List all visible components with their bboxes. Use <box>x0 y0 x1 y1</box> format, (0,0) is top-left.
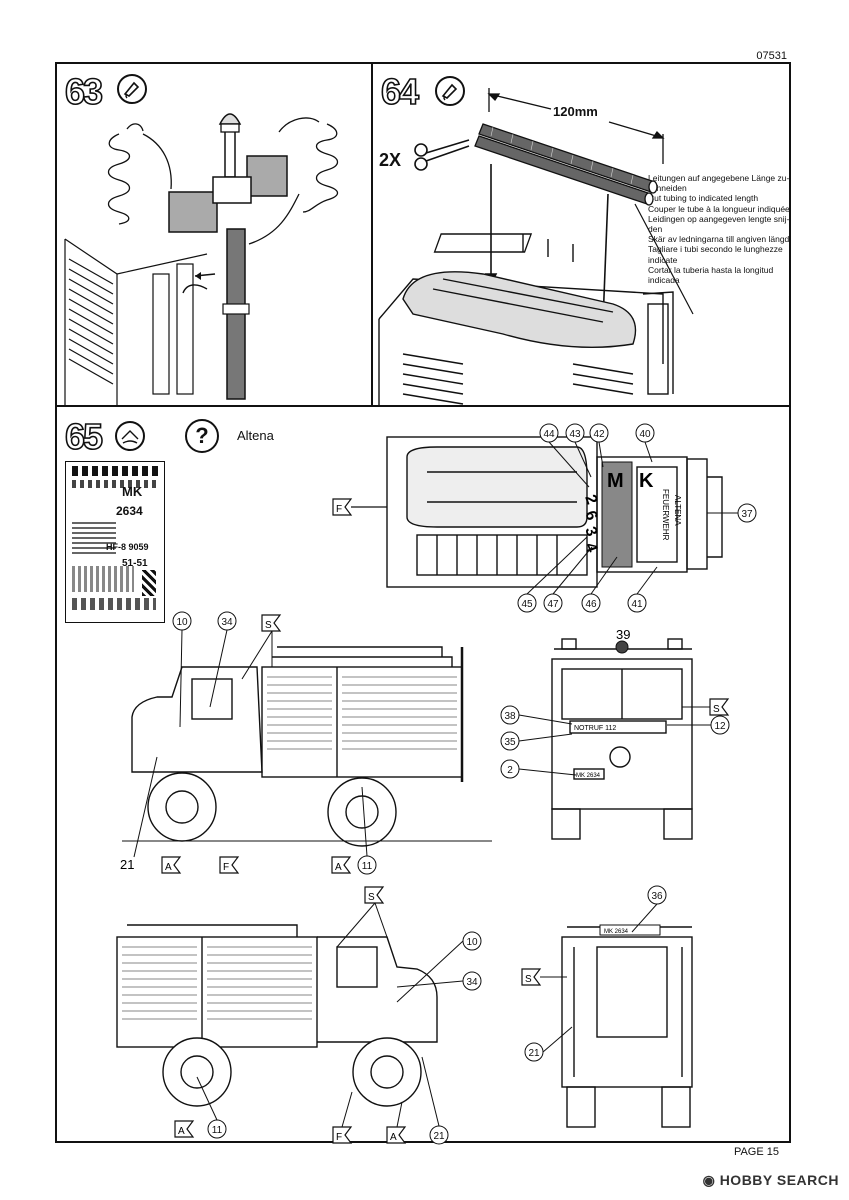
flag-label: F <box>336 504 342 515</box>
front-view-drawing: NOTRUF 112 MK 2634 38 35 2 12 39 S <box>500 629 730 840</box>
side-text: FEUERWEHR <box>661 489 670 541</box>
step-number: 65 <box>64 416 104 457</box>
document-code: 07531 <box>756 50 787 62</box>
callout-label: 34 <box>466 977 478 988</box>
rear-plate-text: MK 2634 <box>604 929 629 935</box>
step-number: 63 <box>64 71 104 112</box>
flag-label: S <box>713 704 720 715</box>
flag-label: S <box>525 974 532 985</box>
callout-label: 45 <box>521 599 533 610</box>
callout-label: 34 <box>221 617 233 628</box>
flag-label: A <box>335 862 342 873</box>
decal-row: 2634 <box>116 504 143 518</box>
watermark-logo-icon: ◉ <box>702 1172 716 1188</box>
callout-label: 43 <box>569 429 581 440</box>
page-number: PAGE 15 <box>733 1146 779 1158</box>
callout-label: 21 <box>528 1048 540 1059</box>
step-65-panel: 65 ? Altena MK 2634 HF-8 9059 51-51 <box>55 405 791 1145</box>
decal-sheet: MK 2634 HF-8 9059 51-51 <box>65 461 165 623</box>
flag-label: S <box>265 620 272 631</box>
step-64-drawing <box>378 88 694 407</box>
watermark-text: HOBBY SEARCH <box>719 1172 839 1188</box>
step-63-drawing <box>64 113 339 407</box>
plate-letter: K <box>639 470 654 492</box>
top-view-drawing: M K 2 6 3 4 FEUERWEHR ALTENA F 44 43 42 … <box>332 423 757 613</box>
step-number: 64 <box>380 71 420 112</box>
flag-label: A <box>165 862 172 873</box>
callout-label: 41 <box>631 599 643 610</box>
step-64-panel: 64 2X 120mm Leitungen auf angegebene Län… <box>371 62 791 407</box>
callout-label: 11 <box>212 1125 223 1136</box>
tubing-length-label: 120mm <box>553 104 598 119</box>
flag-label: F <box>336 1132 342 1143</box>
callout-label: 10 <box>466 937 478 948</box>
instruction-note: Leitungen auf angegebene Länge zu- schne… <box>648 173 790 286</box>
decal-row: MK <box>122 484 143 499</box>
callout-label: 37 <box>741 509 753 520</box>
decal-row: HF-8 9059 <box>106 542 149 552</box>
callout-label: 44 <box>543 429 555 440</box>
glue-icon <box>117 74 147 104</box>
flag-label: A <box>178 1126 185 1137</box>
watermark: ◉ HOBBY SEARCH <box>703 1172 839 1189</box>
callout-label: 42 <box>593 429 605 440</box>
front-plate-text: NOTRUF 112 <box>574 725 616 732</box>
callout-label: 35 <box>504 737 516 748</box>
callout-label: 10 <box>176 617 188 628</box>
flag-label: S <box>368 892 375 903</box>
left-side-view-drawing: 10 34 11 21 S A F A <box>120 611 492 875</box>
rear-view-drawing: MK 2634 36 21 S <box>521 885 693 1128</box>
callout-label: 2 <box>507 765 513 776</box>
plate-letter: M <box>607 470 624 492</box>
flag-label: A <box>390 1132 397 1143</box>
flag-label: F <box>223 862 229 873</box>
callout-label: 40 <box>639 429 651 440</box>
scissors-icon <box>411 136 471 181</box>
decal-row: 51-51 <box>122 558 148 569</box>
variant-question-icon: ? <box>185 419 219 453</box>
callout-label: 46 <box>585 599 597 610</box>
callout-label: 47 <box>547 599 559 610</box>
callout-label: 11 <box>362 861 373 872</box>
callout-label: 36 <box>651 891 663 902</box>
callout-label: 38 <box>504 711 516 722</box>
water-slide-decal-icon <box>115 421 145 451</box>
callout-label: 21 <box>433 1131 445 1142</box>
variant-label: Altena <box>237 428 274 443</box>
right-side-view-drawing: 10 34 11 21 S A F A <box>116 886 482 1145</box>
glue-icon <box>435 76 465 106</box>
step-63-panel: 63 <box>55 62 373 407</box>
front-small-plate: MK 2634 <box>576 773 601 779</box>
side-text: ALTENA <box>673 495 682 526</box>
callout-label: 12 <box>714 721 726 732</box>
callout-label: 39 <box>616 629 630 642</box>
multiplier-label: 2X <box>379 150 402 170</box>
callout-label: 21 <box>120 857 134 872</box>
